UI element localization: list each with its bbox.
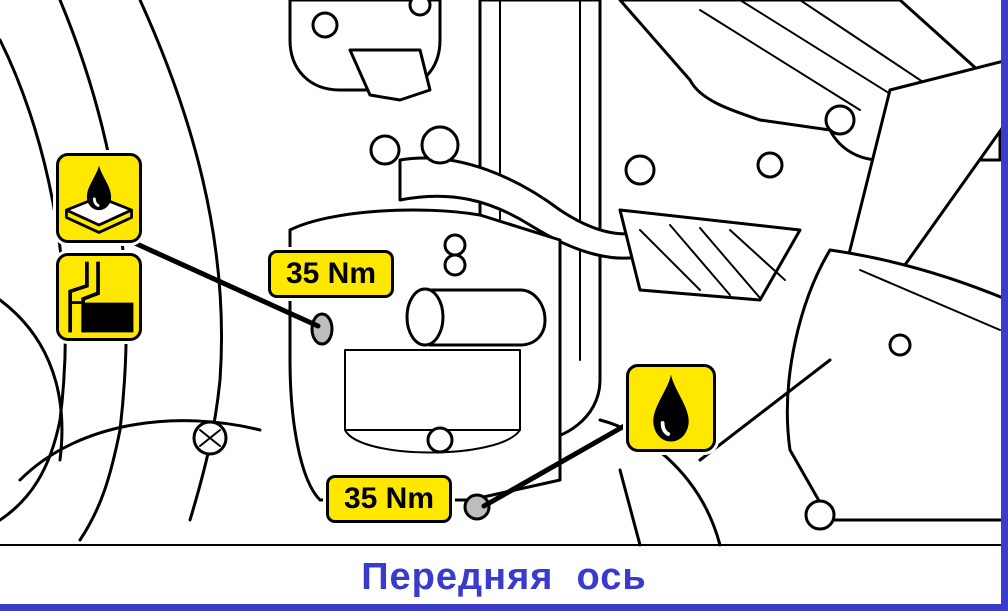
lower-torque-label: 35 Nm xyxy=(326,475,452,523)
oil-drain-icon xyxy=(626,364,716,452)
front-axle-line-drawing xyxy=(0,0,1008,547)
right-frame-rule xyxy=(1001,0,1008,611)
upper-torque-label: 35 Nm xyxy=(268,250,394,298)
diagram-caption: Передняя ось xyxy=(361,556,647,598)
oil-level-icon xyxy=(56,253,142,341)
bottom-frame-rule xyxy=(0,604,1008,611)
oil-fill-plug-icon xyxy=(56,153,142,243)
